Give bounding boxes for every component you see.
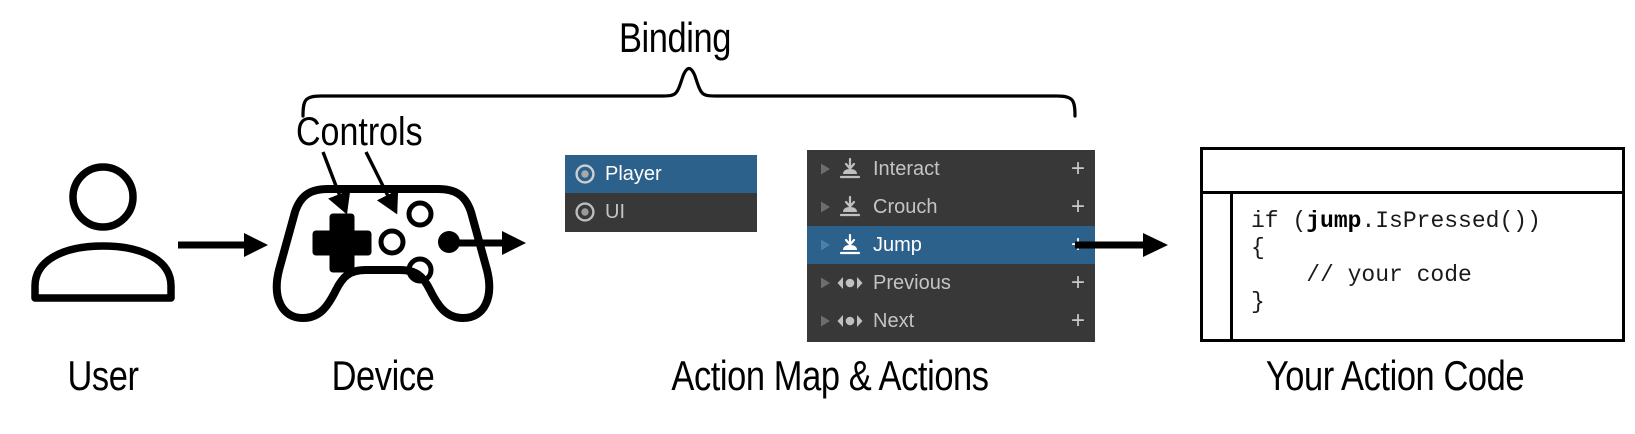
foldout-arrow-icon[interactable] <box>815 200 835 214</box>
code-line-2: { <box>1251 235 1265 261</box>
action-label: Jump <box>873 233 922 256</box>
action-map-panel[interactable]: Player UI <box>565 155 757 232</box>
arrow-user-to-device <box>178 230 270 260</box>
code-window[interactable]: if (jump.IsPressed()) { // your code } <box>1200 147 1625 342</box>
action-label: Interact <box>873 157 940 180</box>
arrow-actions-to-code <box>1075 230 1170 260</box>
action-label: Next <box>873 309 915 332</box>
controls-arrows <box>300 151 480 242</box>
add-binding-button[interactable]: + <box>1070 269 1085 296</box>
user-icon <box>28 160 178 305</box>
binding-brace <box>295 66 1085 118</box>
action-map-icon <box>575 164 595 184</box>
add-binding-button[interactable]: + <box>1070 307 1085 334</box>
axis-action-icon <box>835 313 865 329</box>
action-row-next[interactable]: Next + <box>807 302 1095 340</box>
action-row-interact[interactable]: Interact + <box>807 150 1095 188</box>
arrow-device-to-actions <box>448 228 528 258</box>
code-line-3: // your code <box>1251 262 1472 288</box>
foldout-arrow-icon[interactable] <box>815 314 835 328</box>
action-map-label: UI <box>605 200 625 223</box>
code-editor-text[interactable]: if (jump.IsPressed()) { // your code } <box>1233 194 1622 339</box>
stage-caption-user: User <box>67 352 139 399</box>
binding-label: Binding <box>618 14 732 61</box>
code-gutter <box>1203 194 1233 339</box>
action-label: Crouch <box>873 195 938 218</box>
action-row-crouch[interactable]: Crouch + <box>807 188 1095 226</box>
button-action-icon <box>835 195 865 218</box>
action-map-icon <box>575 202 595 222</box>
foldout-arrow-icon[interactable] <box>815 276 835 290</box>
controls-label: Controls <box>296 110 423 154</box>
foldout-arrow-icon[interactable] <box>815 238 835 252</box>
code-window-body: if (jump.IsPressed()) { // your code } <box>1203 194 1622 339</box>
add-binding-button[interactable]: + <box>1070 193 1085 220</box>
code-line-1-pre: if ( <box>1251 208 1307 234</box>
button-action-icon <box>835 233 865 256</box>
action-map-row-player[interactable]: Player <box>565 155 757 193</box>
code-window-titlebar <box>1203 150 1622 194</box>
add-binding-button[interactable]: + <box>1070 155 1085 182</box>
code-line-1-post: .IsPressed()) <box>1361 208 1541 234</box>
foldout-arrow-icon[interactable] <box>815 162 835 176</box>
action-row-jump[interactable]: Jump + <box>807 226 1095 264</box>
stage-caption-action-maps: Action Map & Actions <box>671 352 989 399</box>
button-action-icon <box>835 157 865 180</box>
action-row-previous[interactable]: Previous + <box>807 264 1095 302</box>
action-map-row-ui[interactable]: UI <box>565 193 757 231</box>
code-token-jump: jump <box>1306 208 1362 234</box>
code-line-4: } <box>1251 289 1265 315</box>
action-map-label: Player <box>605 162 662 185</box>
stage-caption-device: Device <box>331 352 435 399</box>
gamepad-icon <box>268 185 498 322</box>
stage-caption-code: Your Action Code <box>1265 352 1525 399</box>
actions-panel[interactable]: Interact + Crouch + <box>807 150 1095 342</box>
axis-action-icon <box>835 275 865 291</box>
action-label: Previous <box>873 271 951 294</box>
